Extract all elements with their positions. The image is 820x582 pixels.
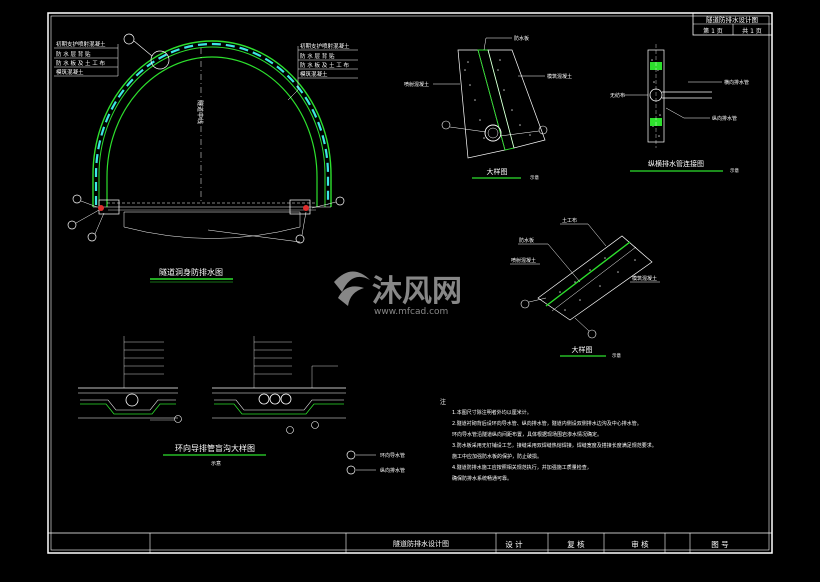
detail2-scale: 示意 [730,167,739,174]
note-line-1: 1.本图尺寸除注明者外均以厘米计。 [452,409,532,416]
left-drain-pipe [98,205,104,211]
note-line-4: 3.防水板采用无钉铺设工艺，接缝采用双焊缝热熔焊接，焊缝宽度及搭接长度满足规范要… [452,442,657,449]
review-label: 复 核 [567,539,585,549]
left-detail-circle [150,50,170,70]
drawing-no-label: 图 号 [711,540,728,549]
sheet-total: 共 1 页 [742,27,762,35]
ring-right-membrane [214,403,344,415]
outer-frame [47,12,773,554]
tunnel-cross-section: 隧道中线 初期支护喷射混凝土 防 水 层 背 贴 防 水 板 及 土 工 布 模… [54,33,358,283]
note-line-2: 2.隧道衬砌背后设环向导水管、纵向排水管，隧道内侧设双侧排水边沟及中心排水管。 [452,420,642,427]
detail3-scale: 示意 [612,352,621,359]
watermark-logo-icon [334,271,370,292]
note-line-5: 施工中应加强防水板的保护，防止破损。 [452,453,542,460]
detail2-left-label: 无纺布 [610,92,625,99]
left-bubble-3 [87,232,97,242]
outer-lining [92,40,332,207]
ring-right-pipe-2 [269,393,281,405]
detail2-right-label-1: 横向排水管 [724,79,749,86]
inner-frame [50,15,770,551]
detail1-right-label: 模筑混凝土 [547,73,572,80]
detail3-outer-layer [537,235,653,321]
detail-2: 无纺布 横向排水管 纵向排水管 纵横排水管连接图 示意 [610,44,749,174]
detail1-drain-pipe [484,124,502,142]
ring-right-trench [214,399,344,411]
left-bubble-1 [72,194,82,204]
watermark-url: www.mfcad.com [374,307,448,317]
left-callout-2: 防 水 层 背 贴 [56,50,91,58]
right-bubble-1 [335,196,345,206]
note-line-6: 4.隧道防排水施工应按照相关规范执行，并加强施工质量检查， [452,464,592,471]
ring-drain-detail: 环向导排管盲沟大样图 示意 [78,336,346,467]
detail-1: 防水板 喷射混凝土 模筑混凝土 大样图 示意 [404,35,572,181]
detail3-left-label-1: 防水板 [519,237,534,244]
axis-label: 隧道中线 [196,100,204,124]
right-drain-pipe [303,205,309,211]
ring-left-trench [80,399,176,411]
invert-slope-line [207,229,301,243]
detail3-top-label: 土工布 [562,217,577,224]
right-bubble-2 [295,234,305,244]
detail3-left-label-2: 喷射混凝土 [511,257,536,264]
left-callout-leader [133,40,153,57]
notes-heading: 注 [440,398,446,406]
ring-right-pipe-1 [258,393,270,405]
detail1-shotcrete [457,49,506,159]
detail3-right-label: 模筑混凝土 [632,275,657,282]
detail1-bubble-2 [538,125,548,135]
notes: 注 1.本图尺寸除注明者外均以厘米计。 2.隧道衬砌背后设环向导水管、纵向排水管… [440,398,657,482]
ring-left-membrane [80,403,176,415]
right-callout-4: 模筑混凝土 [300,70,328,78]
left-callout-4: 模筑混凝土 [56,68,84,76]
approve-label: 审 核 [631,539,649,549]
left-callout-1: 初期支护喷射混凝土 [56,40,106,48]
detail3-title: 大样图 [572,345,593,354]
detail1-lining [487,49,546,149]
detail1-top-label: 防水板 [514,35,529,42]
legend-bubble-1 [346,450,356,460]
right-callout-2: 防 水 层 背 贴 [300,52,335,60]
waterproof-layer [98,46,326,207]
bottom-drawing-title: 隧道防排水设计图 [393,539,449,548]
right-side-ditch [289,199,311,215]
ring-right-pipe-3 [280,393,292,405]
bottom-title-bar: 隧道防排水设计图 设 计 复 核 审 核 图 号 [48,532,772,553]
detail1-left-label: 喷射混凝土 [404,81,429,88]
left-callout-3: 防 水 板 及 土 工 布 [56,59,105,67]
tunnel-section-title: 隧道洞身防排水图 [159,267,223,277]
note-line-3: 环向导水管沿隧道纵向间距布置，具体根据现场围岩渗水情况确定。 [452,431,602,438]
note-line-7: 确保防排水系统畅通可靠。 [452,475,512,482]
legend-item-1: 环向导水管 [380,452,405,459]
right-callout-1: 初期支护喷射混凝土 [300,42,350,50]
title-block: 隧道防排水设计图 第 1 页 共 1 页 [692,12,773,36]
legend-item-2: 纵向排水管 [380,467,405,474]
detail1-scale: 示意 [530,174,539,181]
design-label: 设 计 [505,539,523,549]
watermark: 沐风网 www.mfcad.com [334,271,462,317]
detail1-bubble-1 [441,120,451,130]
detail3-waterproof [545,241,631,307]
left-bubble-2 [67,220,77,230]
detail3-bubble-1 [520,299,530,309]
ring-drain-pipe [94,42,330,205]
detail1-title: 大样图 [487,167,508,176]
detail3-bubble-2 [587,329,597,339]
inner-lining [106,56,318,207]
drawing-name: 隧道防排水设计图 [706,15,758,24]
sheet-number: 第 1 页 [703,27,723,35]
ring-left-pipe [125,393,139,407]
ring-title: 环向导排管盲沟大样图 [175,443,255,453]
right-callout-3: 防 水 板 及 土 工 布 [300,61,349,69]
legend: 环向导水管 纵向排水管 [346,450,405,475]
invert [123,211,301,239]
detail2-title: 纵横排水管连接图 [648,159,704,168]
detail-3: 土工布 防水板 喷射混凝土 模筑混凝土 大样图 示意 [510,217,660,359]
detail2-right-label-2: 纵向排水管 [712,115,737,122]
ring-scale: 示意 [211,460,221,467]
watermark-name: 沐风网 [372,274,462,309]
legend-bubble-2 [346,465,356,475]
left-callout-bubble [123,33,135,45]
right-callout-leader [287,89,299,101]
